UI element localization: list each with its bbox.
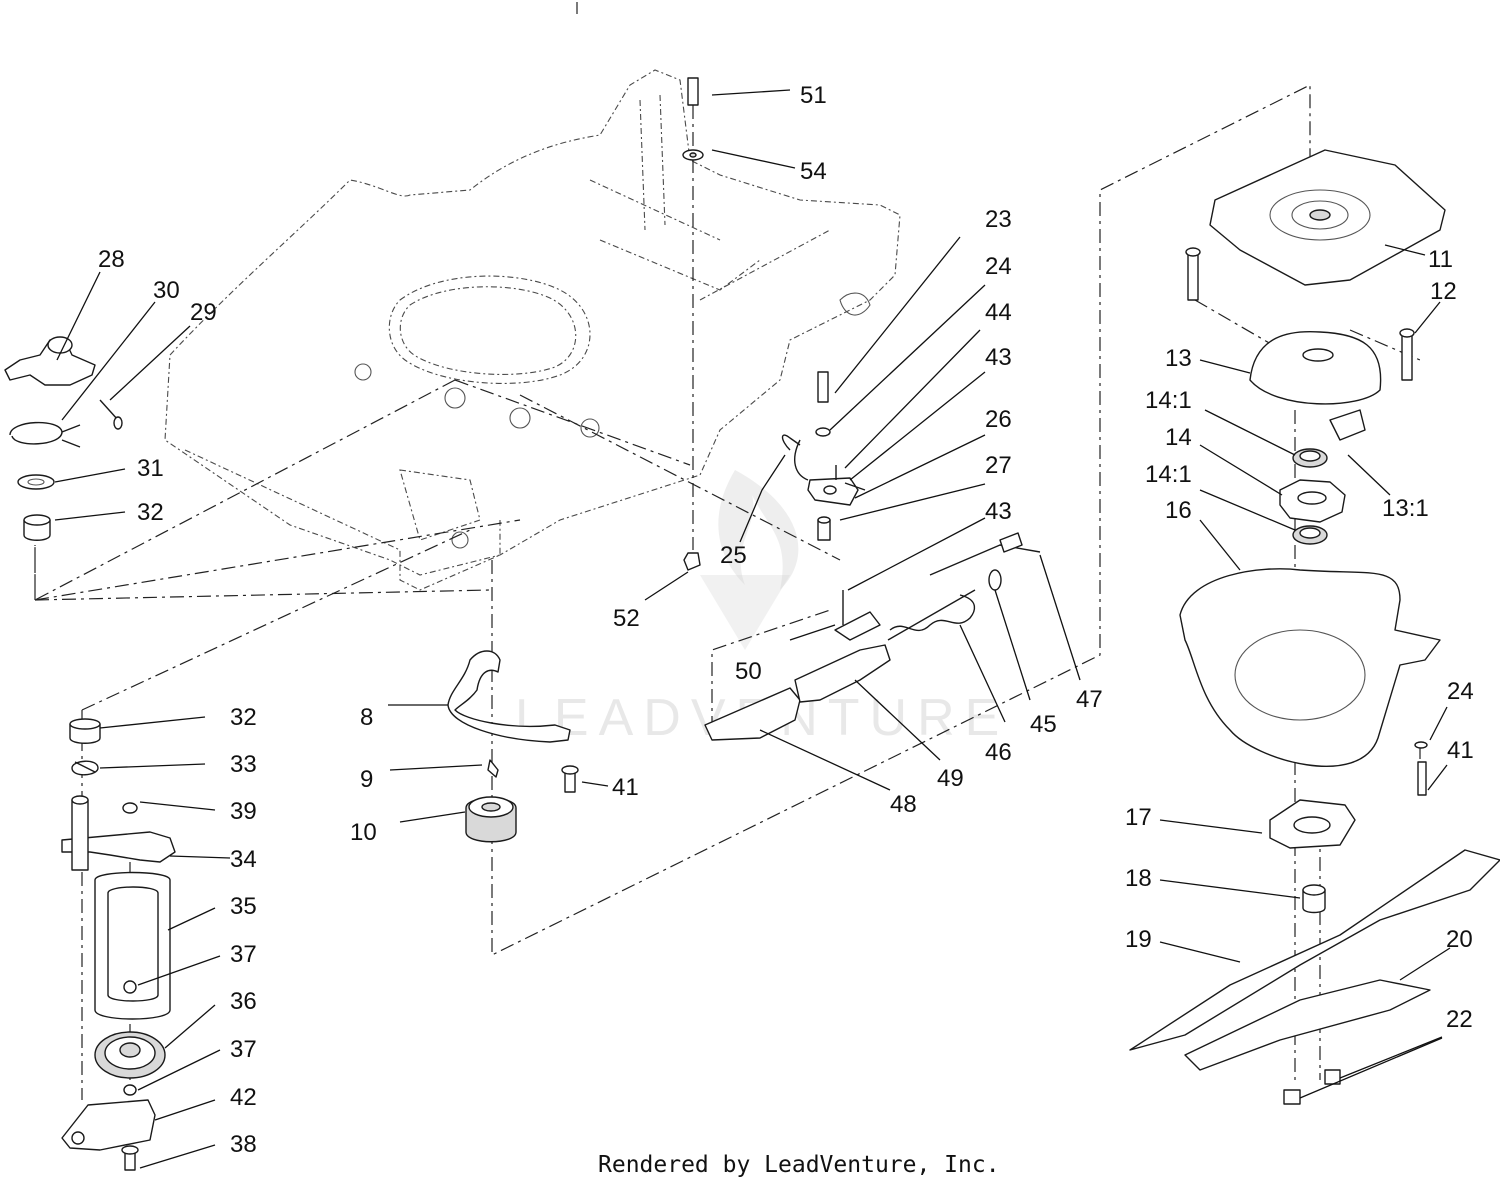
callout-48: 48 (890, 791, 917, 818)
callout-33: 33 (230, 751, 257, 778)
callout-39: 39 (230, 798, 257, 825)
callout-28: 28 (98, 246, 125, 273)
callout-49: 49 (937, 765, 964, 792)
callout-25: 25 (720, 542, 747, 569)
callout-9: 9 (360, 766, 373, 793)
callout-45: 45 (1030, 711, 1057, 738)
callout-22: 22 (1446, 1006, 1473, 1033)
callout-14-1-top: 14:1 (1145, 387, 1192, 414)
leader-lines (54, 89, 1451, 1169)
callout-41-right: 41 (1447, 737, 1474, 764)
callout-47: 47 (1076, 686, 1103, 713)
center-bracket (447, 77, 704, 843)
idler-arm-assembly (4, 336, 176, 1171)
callout-19: 19 (1125, 926, 1152, 953)
brake-lever-assembly (704, 371, 1041, 741)
callout-27: 27 (985, 452, 1012, 479)
callout-32-top: 32 (137, 499, 164, 526)
callout-32-bottom: 32 (230, 704, 257, 731)
callout-17: 17 (1125, 804, 1152, 831)
callout-20: 20 (1446, 926, 1473, 953)
callout-54: 54 (800, 158, 827, 185)
callout-50: 50 (735, 658, 762, 685)
callout-26: 26 (985, 406, 1012, 433)
callout-38: 38 (230, 1131, 257, 1158)
callout-29: 29 (190, 299, 217, 326)
render-credit: Rendered by LeadVenture, Inc. (598, 1152, 1000, 1178)
callout-43-lower: 43 (985, 498, 1012, 525)
callout-23: 23 (985, 206, 1012, 233)
callout-13-1: 13:1 (1382, 495, 1429, 522)
callout-16: 16 (1165, 497, 1192, 524)
callout-18: 18 (1125, 865, 1152, 892)
callout-35: 35 (230, 893, 257, 920)
callout-44: 44 (985, 299, 1012, 326)
callout-14: 14 (1165, 424, 1192, 451)
callout-37-lower: 37 (230, 1036, 257, 1063)
callout-34: 34 (230, 846, 257, 873)
callout-24-right: 24 (1447, 678, 1474, 705)
callout-42: 42 (230, 1084, 257, 1111)
callout-36: 36 (230, 988, 257, 1015)
mower-deck (164, 69, 901, 591)
callout-labels: 51 54 28 30 29 31 32 32 33 39 34 35 37 3… (98, 82, 1474, 1158)
callout-31: 31 (137, 455, 164, 482)
callout-10: 10 (350, 819, 377, 846)
callout-13: 13 (1165, 345, 1192, 372)
callout-8: 8 (360, 704, 373, 731)
callout-37-upper: 37 (230, 941, 257, 968)
callout-52: 52 (613, 605, 640, 632)
callout-30: 30 (153, 277, 180, 304)
callout-46: 46 (985, 739, 1012, 766)
spindle-assembly (1129, 149, 1500, 1105)
callout-24-top: 24 (985, 253, 1012, 280)
callout-51: 51 (800, 82, 827, 109)
callout-11: 11 (1428, 246, 1453, 273)
callout-12: 12 (1430, 278, 1457, 305)
callout-14-1-bottom: 14:1 (1145, 461, 1192, 488)
callout-43-upper: 43 (985, 344, 1012, 371)
callout-41-center: 41 (612, 774, 639, 801)
